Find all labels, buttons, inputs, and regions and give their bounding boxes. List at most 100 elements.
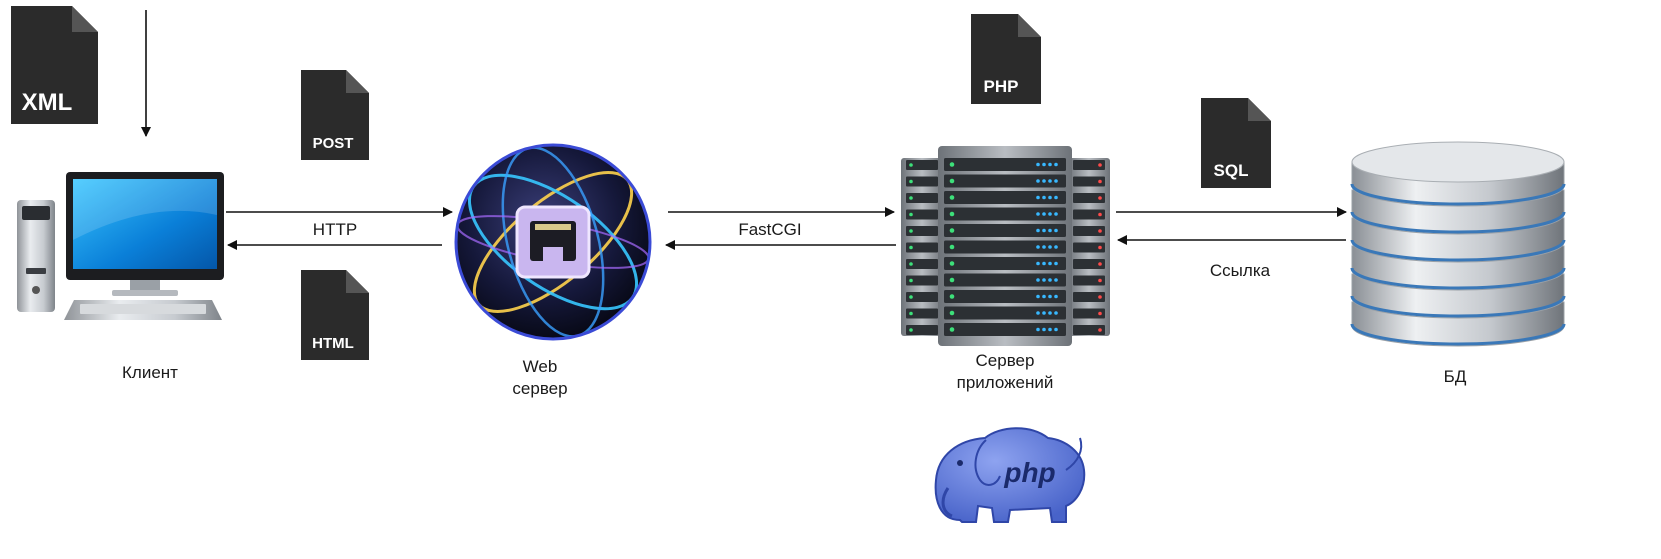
- rack-led: [1042, 212, 1046, 216]
- php-document-label: PHP: [984, 77, 1019, 96]
- rack-led: [1048, 179, 1052, 183]
- rack-led: [1054, 278, 1058, 282]
- rack-led: [1048, 278, 1052, 282]
- rack-led: [1054, 212, 1058, 216]
- rack-led: [949, 195, 955, 200]
- database-top: [1351, 141, 1565, 183]
- rack-unit: [944, 191, 1066, 204]
- rack-led: [1098, 262, 1102, 266]
- rack-unit: [944, 240, 1066, 254]
- http-connection-label: HTTP: [312, 220, 358, 239]
- rack-unit: [944, 158, 1066, 171]
- rack-unit: [906, 259, 938, 269]
- rack-unit: [944, 290, 1066, 303]
- rack-led: [949, 244, 955, 250]
- database-disk-ring: [1350, 239, 1566, 262]
- rack-unit: [944, 273, 1066, 287]
- rack-led: [1098, 278, 1102, 283]
- rack-led: [1054, 261, 1058, 266]
- rack-unit: [1073, 259, 1105, 269]
- rack-unit: [906, 325, 938, 335]
- web-server-label-line1: Web: [522, 357, 558, 376]
- rack-unit: [1073, 275, 1105, 286]
- rack-led: [1036, 162, 1040, 167]
- rack-led: [949, 261, 955, 266]
- rack-led: [1054, 311, 1058, 315]
- rack-led: [1042, 179, 1046, 183]
- rack-led: [949, 211, 955, 217]
- rack-unit: [906, 308, 938, 319]
- php-logo-text: php: [1003, 457, 1055, 488]
- php-document-icon: [971, 14, 1041, 104]
- database-disk-ring: [1350, 211, 1566, 234]
- rack-led: [1048, 294, 1052, 299]
- post-document-label: POST: [313, 135, 354, 152]
- rack-led: [1042, 294, 1046, 299]
- rack-led: [1054, 179, 1058, 183]
- rack-led: [1036, 228, 1040, 233]
- rack-unit: [1073, 226, 1105, 236]
- rack-unit: [1073, 176, 1105, 187]
- xml-document-icon: [11, 6, 98, 124]
- rack-led: [949, 228, 955, 233]
- rack-led: [1048, 311, 1052, 315]
- link-connection-label: Ссылка: [1209, 261, 1271, 280]
- rack-led: [1054, 245, 1058, 249]
- fastcgi-connection-label: FastCGI: [738, 220, 802, 239]
- app-server-label: Сервер приложений: [935, 350, 1075, 394]
- html-document-label: HTML: [312, 335, 354, 352]
- rack-led: [1042, 261, 1046, 266]
- rack-led: [1054, 327, 1058, 332]
- rack-led: [1036, 179, 1040, 183]
- rack-led: [1048, 228, 1052, 233]
- rack-led: [1036, 278, 1040, 282]
- rack-led: [1036, 261, 1040, 266]
- rack-unit: [906, 242, 938, 253]
- rack-unit: [1073, 325, 1105, 335]
- rack-unit: [906, 160, 938, 170]
- rack-led: [1042, 195, 1046, 200]
- php-elephant-logo-icon: php: [934, 427, 1086, 523]
- rack-led: [1048, 212, 1052, 216]
- rack-led: [909, 262, 913, 266]
- rack-led: [1098, 245, 1102, 250]
- rack-unit: [944, 207, 1066, 221]
- rack-led: [949, 327, 955, 332]
- rack-led: [1042, 278, 1046, 282]
- database-label: БД: [1443, 367, 1467, 386]
- rack-led: [1098, 212, 1102, 217]
- rack-led: [909, 245, 913, 250]
- xml-document-label: XML: [22, 89, 73, 116]
- rack-unit: [906, 209, 938, 220]
- rack-led: [909, 328, 913, 332]
- app-server-label-line2: приложений: [956, 373, 1054, 392]
- app-server-label-line1: Сервер: [975, 351, 1035, 370]
- rack-unit: [1073, 308, 1105, 319]
- rack-led: [949, 277, 955, 283]
- rack-led: [909, 295, 913, 299]
- rack-led: [1054, 228, 1058, 233]
- rack-unit: [944, 257, 1066, 270]
- database-disk-ring: [1350, 323, 1566, 346]
- rack-led: [1036, 294, 1040, 299]
- rack-unit: [906, 292, 938, 302]
- rack-led: [1042, 311, 1046, 315]
- rack-unit: [906, 176, 938, 187]
- rack-led: [1048, 261, 1052, 266]
- rack-led: [949, 162, 955, 167]
- rack-unit: [906, 275, 938, 286]
- rack-led: [1042, 245, 1046, 249]
- rack-unit: [1073, 209, 1105, 220]
- rack-unit: [906, 193, 938, 203]
- rack-led: [1042, 327, 1046, 332]
- rack-unit: [944, 174, 1066, 188]
- rack-led: [949, 294, 955, 299]
- rack-led: [1048, 195, 1052, 200]
- rack-led: [1098, 328, 1102, 332]
- rack-led: [1098, 311, 1102, 316]
- rack-led: [1036, 212, 1040, 216]
- rack-led: [1098, 196, 1102, 200]
- rack-led: [909, 179, 913, 184]
- rack-led: [909, 196, 913, 200]
